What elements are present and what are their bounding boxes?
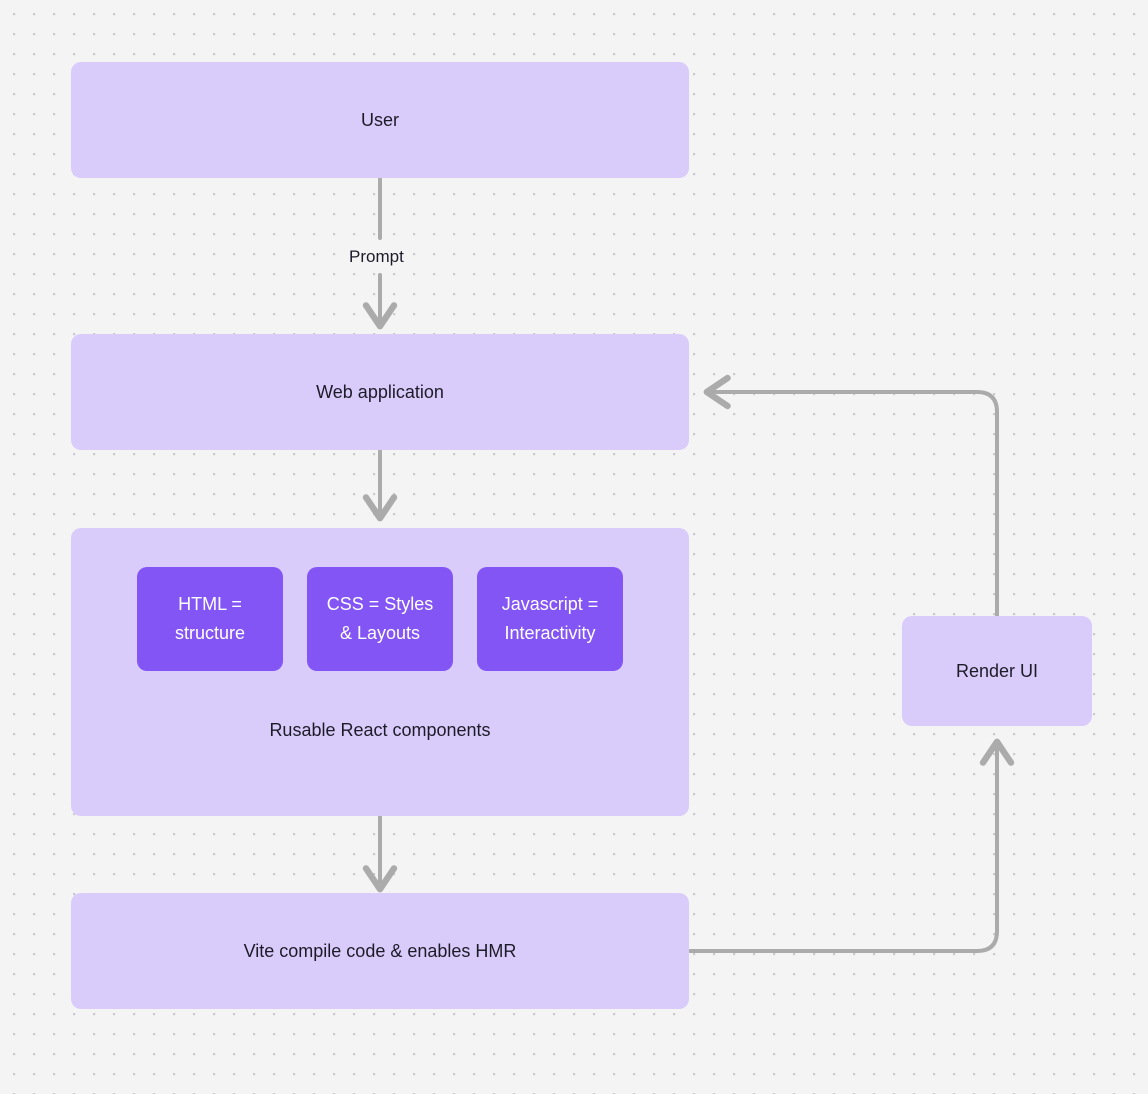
node-web-application-label: Web application [316,381,444,402]
node-vite[interactable]: Vite compile code & enables HMR [71,893,689,1009]
edge-vite-to-render [688,738,1015,953]
edge-label-prompt: Prompt [343,246,410,268]
chip-javascript-label: Javascript = Interactivity [501,594,599,643]
chip-html[interactable]: HTML = structure [137,567,283,671]
edge-render-to-web [703,374,999,618]
node-components-group[interactable]: HTML = structure CSS = Styles & Layouts … [71,528,689,816]
node-user-label: User [360,109,399,130]
node-render-ui[interactable]: Render UI [902,616,1092,726]
chip-css-label: CSS = Styles & Layouts [326,594,434,643]
chip-html-label: HTML = structure [174,594,246,643]
node-render-ui-label: Render UI [955,660,1039,681]
components-group-caption: Rusable React components [269,720,491,740]
chip-javascript[interactable]: Javascript = Interactivity [477,567,623,671]
chip-css[interactable]: CSS = Styles & Layouts [307,567,453,671]
node-vite-label: Vite compile code & enables HMR [243,940,517,961]
node-user[interactable]: User [71,62,689,178]
node-web-application[interactable]: Web application [71,334,689,450]
